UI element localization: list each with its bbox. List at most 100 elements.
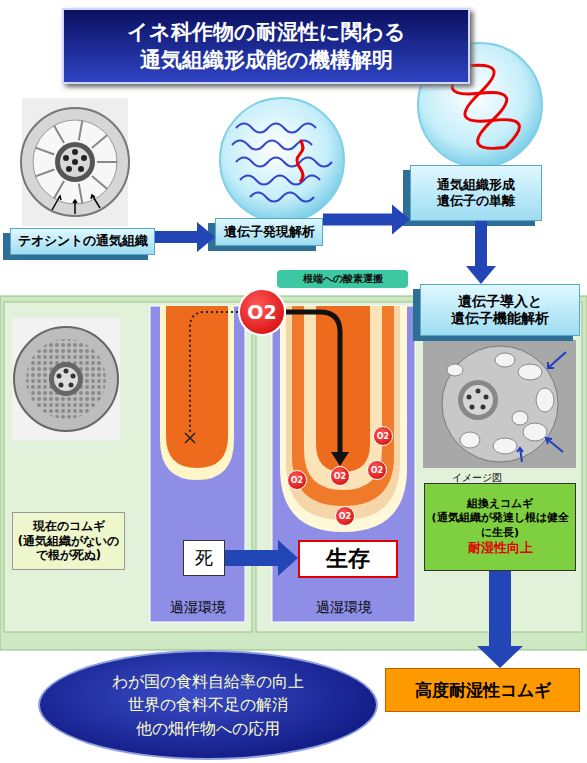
node-text: (通気組織がないので根が死ぬ) xyxy=(13,534,124,564)
stele xyxy=(55,142,95,182)
result-box: 死 xyxy=(183,540,225,576)
root-body xyxy=(166,306,228,468)
step-box: 遺伝子発現解析 xyxy=(215,218,323,246)
root-section xyxy=(442,346,558,462)
node-text: 他の畑作物への応用 xyxy=(136,717,280,740)
image-note: イメージ図 xyxy=(452,471,502,485)
vessels xyxy=(57,369,76,388)
environment-column: 過湿環境生存O2O2O2O2O2 xyxy=(272,306,415,622)
stele-core xyxy=(54,367,78,391)
target-gene xyxy=(297,140,303,182)
vessels xyxy=(467,389,489,410)
panel-right xyxy=(256,302,582,632)
root-layer xyxy=(292,306,394,506)
oxygen-circle: O2 xyxy=(330,466,350,486)
photo-frame xyxy=(423,340,576,468)
root-section xyxy=(14,327,118,431)
arrow-head xyxy=(392,205,410,235)
arrow-shaft xyxy=(225,550,278,566)
blocked-oxygen-path xyxy=(190,312,238,432)
connector-arrow xyxy=(155,222,215,252)
node-text: 通気組織形成 遺伝子の単離 xyxy=(411,177,541,210)
stele-core xyxy=(463,385,493,415)
stele-core xyxy=(60,147,90,177)
cross-mark xyxy=(185,433,195,443)
analysis-circle xyxy=(220,98,344,222)
node-text: O2 xyxy=(371,466,383,475)
node-text: O2 xyxy=(339,512,351,521)
node-text: わが国の食料自給率の向上 xyxy=(112,670,304,693)
arrow-head xyxy=(197,222,215,252)
connector-arrow xyxy=(477,571,523,668)
title-text: イネ科作物の耐湿性に関わる 通気組織形成能の機構解明 xyxy=(78,18,454,75)
connector-arrow xyxy=(225,540,298,576)
node-text: O2 xyxy=(291,476,303,485)
oxygen-circle: O2 xyxy=(287,470,307,490)
stele xyxy=(49,362,83,396)
step-box: 遺伝子導入と 遺伝子機能解析 xyxy=(420,284,580,336)
connector-arrow xyxy=(466,221,496,284)
node-text: 遺伝子発現解析 xyxy=(224,224,315,240)
node-text: 遺伝子導入と 遺伝子機能解析 xyxy=(421,293,579,328)
result-box: 高度耐湿性コムギ xyxy=(385,668,580,712)
root-layer xyxy=(280,306,407,532)
arrow-head xyxy=(477,646,523,668)
aerenchyma-holes xyxy=(447,353,554,454)
result-box: 生存 xyxy=(298,540,398,578)
node-text: 根端への酸素運搬 xyxy=(303,272,383,286)
arrow-shaft xyxy=(155,231,197,243)
arrow-head xyxy=(331,452,349,466)
node-text: 過湿環境 xyxy=(170,599,226,617)
wheat-photo xyxy=(12,318,120,440)
root-cap xyxy=(160,306,234,480)
goal-ellipse: わが国の食料自給率の向上世界の食料不足の解消他の畑作物への応用 xyxy=(38,650,378,760)
node-text: 組換えコムギ xyxy=(467,497,533,511)
oxygen-circle: O2 xyxy=(335,506,355,526)
status-box: 現在のコムギ(通気組織がないので根が死ぬ) xyxy=(12,512,125,570)
transgenic-image xyxy=(423,340,576,468)
left-root xyxy=(160,306,238,480)
arrow-shaft xyxy=(323,214,392,226)
step-box: 通気組織形成 遺伝子の単離 xyxy=(410,165,542,221)
dense-cortex xyxy=(26,339,106,419)
right-root xyxy=(280,306,407,532)
experiment-panel xyxy=(0,296,587,650)
arrow-shaft xyxy=(489,571,511,646)
node-text: O2 xyxy=(377,432,389,441)
node-text: 世界の食料不足の解消 xyxy=(128,693,288,716)
wet-soil xyxy=(272,306,415,622)
oxygen-circle: O2 xyxy=(373,426,393,446)
root-layer xyxy=(286,306,400,520)
node-text: 生存 xyxy=(326,544,370,574)
connector-arrow xyxy=(286,312,349,466)
photo-frame xyxy=(22,98,128,226)
root-section xyxy=(21,108,129,216)
oxygen-circle: O2 xyxy=(238,288,286,336)
callout-label: 根端への酸素運搬 xyxy=(275,268,410,290)
arrow-shaft xyxy=(475,221,487,266)
node-text: (通気組織が発達し根は健全に生長) xyxy=(429,511,571,540)
node-text: 耐湿性向上 xyxy=(468,540,533,557)
dna-strands xyxy=(232,124,332,202)
root-core xyxy=(316,306,370,472)
aerenchyma-ring xyxy=(33,120,117,204)
title-box: イネ科作物の耐湿性に関わる 通気組織形成能の機構解明 xyxy=(62,8,470,84)
pointer-arrows xyxy=(52,195,100,214)
source-label: テオシントの通気組織 xyxy=(10,228,155,255)
oxygen-circle: O2 xyxy=(367,460,387,480)
panel-band xyxy=(0,296,587,650)
arrow-shaft xyxy=(286,312,340,452)
vessels xyxy=(63,149,87,172)
arrow-head xyxy=(278,540,298,576)
node-text: 過湿環境 xyxy=(316,599,372,617)
panel-left xyxy=(4,302,252,632)
connector-arrow xyxy=(323,205,410,235)
node-text: 死 xyxy=(195,546,213,570)
node-text: テオシントの通気組織 xyxy=(18,233,148,249)
cortex-spokes xyxy=(36,121,118,204)
environment-column: 過湿環境 死 xyxy=(150,306,245,622)
node-text: 高度耐湿性コムギ xyxy=(415,679,551,702)
